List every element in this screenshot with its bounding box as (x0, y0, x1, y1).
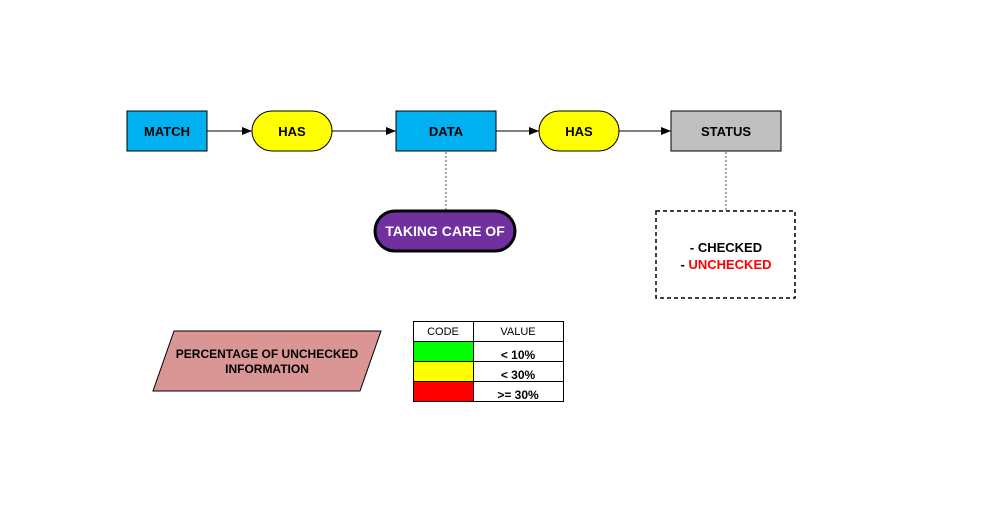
data-node[interactable]: DATA (395, 110, 497, 152)
taking-care-box (373, 209, 517, 253)
status-unchecked-prefix: - (680, 257, 688, 272)
has-label-2: HAS (565, 124, 593, 139)
status-box (670, 110, 782, 152)
match-label: MATCH (144, 124, 190, 139)
has-label-1: HAS (278, 124, 306, 139)
legend-header-code: CODE (427, 326, 459, 338)
legend-value-cell-3 (473, 381, 564, 402)
percentage-shape (152, 330, 382, 392)
taking-care-label: TAKING CARE OF (385, 223, 505, 239)
percentage-label-line1: PERCENTAGE OF UNCHECKED (176, 347, 359, 361)
status-checked-text: - CHECKED (690, 240, 762, 255)
has-node-2[interactable]: HAS (538, 110, 620, 152)
status-note-box (655, 210, 796, 299)
status-note: - CHECKED - UNCHECKED (655, 210, 796, 299)
match-box (126, 110, 208, 152)
status-node[interactable]: STATUS (670, 110, 782, 152)
legend-value-2: < 30% (501, 368, 536, 382)
legend-swatch-yellow (413, 361, 474, 382)
legend-value-1: < 10% (501, 348, 536, 362)
legend-table: CODE VALUE < 10% < 30% >= 30% (413, 321, 564, 402)
has-box-2 (538, 110, 620, 152)
percentage-label-line2: INFORMATION (225, 362, 309, 376)
status-unchecked-word: UNCHECKED (688, 257, 771, 272)
legend-swatch-green (413, 341, 474, 362)
legend-value-3: >= 30% (497, 388, 539, 402)
data-box (395, 110, 497, 152)
has-box-1 (251, 110, 333, 152)
data-label: DATA (429, 124, 464, 139)
status-unchecked-text: - UNCHECKED (680, 257, 771, 272)
taking-care-node[interactable]: TAKING CARE OF (373, 209, 517, 253)
percentage-node[interactable]: PERCENTAGE OF UNCHECKED INFORMATION (152, 330, 382, 392)
legend-header-value: VALUE (500, 326, 535, 338)
match-node[interactable]: MATCH (126, 110, 208, 152)
legend-swatch-red (413, 381, 474, 402)
status-label: STATUS (701, 124, 751, 139)
has-node-1[interactable]: HAS (251, 110, 333, 152)
